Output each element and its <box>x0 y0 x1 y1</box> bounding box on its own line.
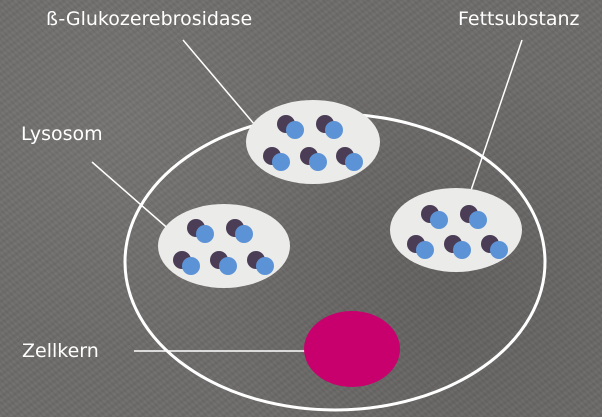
cell-nucleus <box>304 311 400 387</box>
enzyme-molecule-icon <box>469 211 487 229</box>
lysosome-right <box>390 188 522 272</box>
label-nucleus: Zellkern <box>22 340 99 362</box>
label-fat-substance: Fettsubstanz <box>458 8 580 30</box>
label-lysosome: Lysosom <box>21 123 103 145</box>
lysosome-left <box>158 204 290 288</box>
enzyme-molecule-icon <box>196 225 214 243</box>
enzyme-molecule-icon <box>309 153 327 171</box>
enzyme-molecule-icon <box>430 211 448 229</box>
enzyme-molecule-icon <box>345 153 363 171</box>
enzyme-molecule-icon <box>256 257 274 275</box>
enzyme-molecule-icon <box>182 257 200 275</box>
lysosome-top <box>246 100 380 184</box>
enzyme-molecule-icon <box>219 257 237 275</box>
enzyme-molecule-icon <box>235 225 253 243</box>
enzyme-molecule-icon <box>453 241 471 259</box>
label-enzyme: ß-Glukozerebrosidase <box>46 8 252 30</box>
enzyme-molecule-icon <box>490 241 508 259</box>
enzyme-molecule-icon <box>272 153 290 171</box>
enzyme-molecule-icon <box>325 121 343 139</box>
enzyme-molecule-icon <box>416 241 434 259</box>
enzyme-molecule-icon <box>286 121 304 139</box>
